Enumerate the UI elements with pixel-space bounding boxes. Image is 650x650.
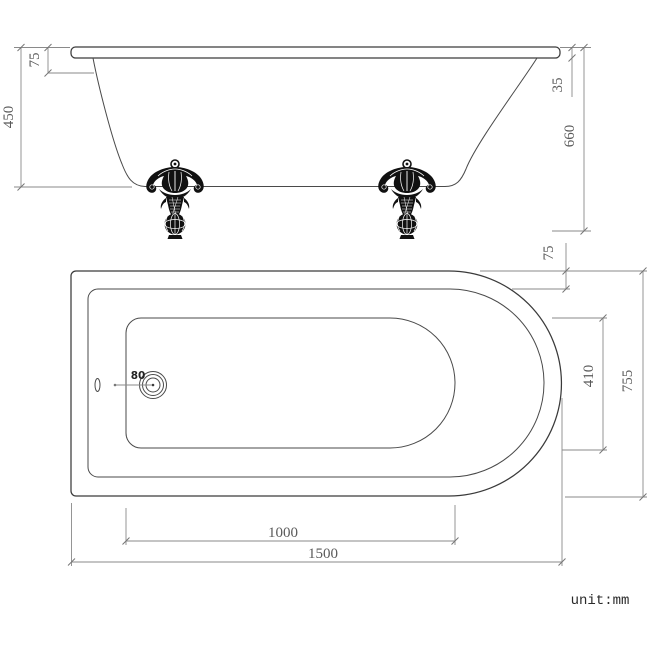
dim-rim-drop: 75 [27, 47, 49, 73]
plan-view-extension-lines [71, 270, 647, 566]
dim-overall-length: 1500 [71, 546, 562, 563]
dim-basin-length-label: 1000 [268, 525, 298, 541]
plan-view: 80 75 410 755 [70, 243, 647, 566]
dim-overall-height: 660 [562, 47, 585, 231]
dim-overall-width-label: 755 [620, 370, 636, 393]
tub-outer-edge [70, 270, 563, 497]
dim-rim-width: 75 [541, 243, 567, 289]
side-view-extension-lines [14, 47, 591, 232]
tub-rim-profile [70, 46, 561, 59]
dim-rim-thickness: 35 [550, 47, 573, 97]
tub-rim-inner-edge [87, 288, 545, 478]
dim-rim-drop-label: 75 [27, 53, 43, 68]
dim-drain-diameter-label: 80 [131, 370, 146, 382]
dim-body-height-label: 450 [1, 106, 17, 129]
claw-foot-right-icon [377, 159, 437, 240]
tub-basin-edge [125, 317, 456, 449]
dim-overall-length-label: 1500 [308, 546, 338, 562]
dim-body-height: 450 [1, 47, 22, 187]
dim-overall-height-label: 660 [562, 125, 578, 148]
overflow-hole [94, 378, 101, 392]
drain: 80 [113, 370, 167, 399]
dim-basin-length: 1000 [126, 525, 455, 542]
dimension-ticks [17, 43, 647, 566]
dim-overall-width: 755 [620, 271, 644, 497]
dim-basin-width: 410 [581, 318, 604, 450]
dim-basin-width-label: 410 [581, 365, 597, 388]
dim-rim-thickness-label: 35 [550, 78, 566, 93]
unit-note: unit:mm [571, 593, 630, 609]
side-elevation-view: 450 75 35 660 [1, 46, 591, 240]
dim-rim-width-label: 75 [541, 246, 557, 261]
claw-foot-left-icon [145, 159, 205, 240]
tub-body-outline [92, 57, 538, 187]
